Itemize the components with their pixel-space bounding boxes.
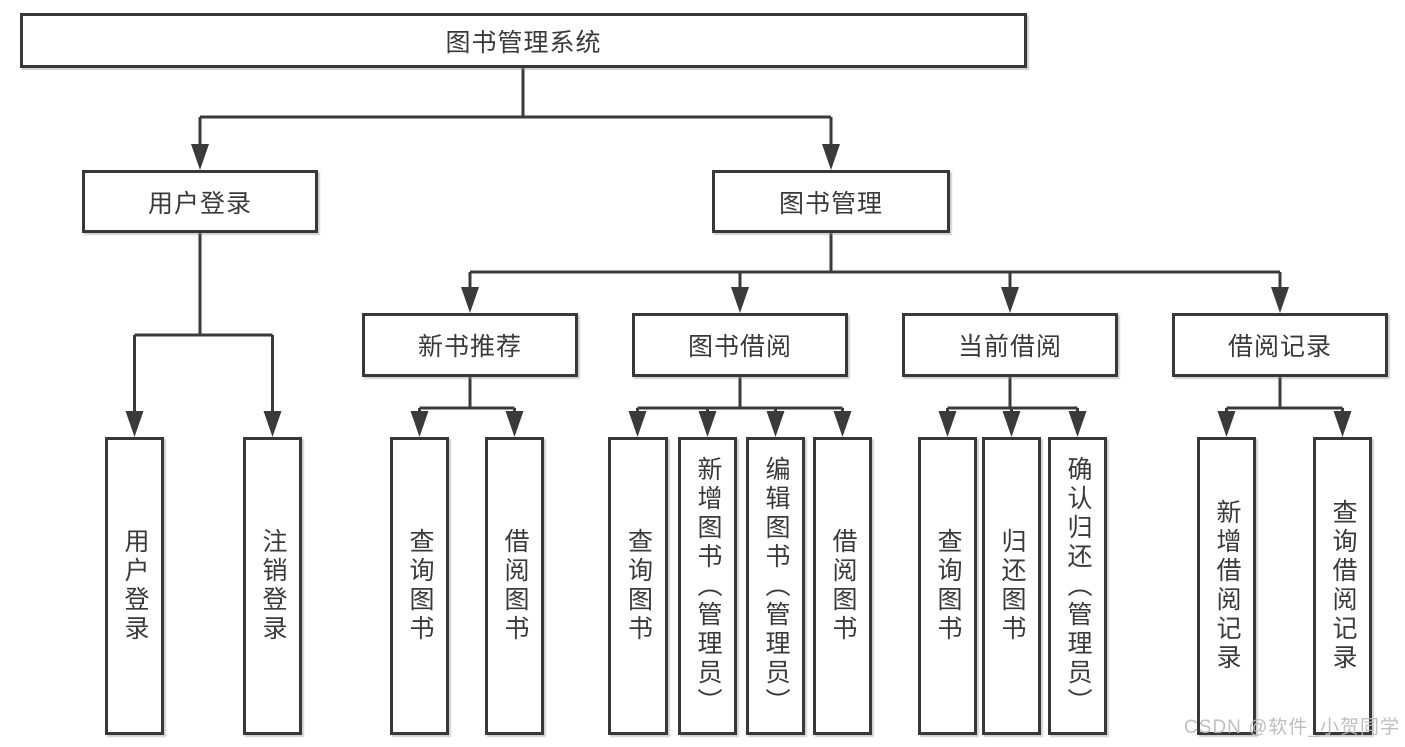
node-new-book-recommend: 新书推荐 xyxy=(362,313,578,377)
leaf-borrow-query-books: 查询图书 xyxy=(608,437,668,735)
leaf-newbook-query-books-label: 查询图书 xyxy=(406,528,434,644)
connector-book-management-children xyxy=(461,233,1289,313)
leaf-records-add-record-label: 新增借阅记录 xyxy=(1213,499,1241,673)
node-book-borrow: 图书借阅 xyxy=(632,313,848,377)
leaf-logout-login-label: 注销登录 xyxy=(259,528,287,644)
leaf-current-return-books: 归还图书 xyxy=(982,437,1041,735)
leaf-records-query-record-label: 查询借阅记录 xyxy=(1329,499,1357,673)
connector-user-login-children xyxy=(125,233,282,437)
leaf-current-query-books-label: 查询图书 xyxy=(934,528,962,644)
node-library-management-system: 图书管理系统 xyxy=(20,13,1027,68)
node-current-borrow: 当前借阅 xyxy=(902,313,1118,377)
leaf-records-query-record: 查询借阅记录 xyxy=(1313,437,1372,735)
leaf-user-login: 用户登录 xyxy=(105,437,164,735)
node-user-login: 用户登录 xyxy=(82,170,318,233)
leaf-borrow-borrow-books: 借阅图书 xyxy=(813,437,872,735)
csdn-watermark: CSDN @软件_小贺同学 xyxy=(1184,717,1400,738)
leaf-borrow-edit-books-admin: 编辑图书（管理员） xyxy=(746,437,805,735)
leaf-borrow-borrow-books-label: 借阅图书 xyxy=(829,528,857,644)
leaf-current-confirm-return-admin-label: 确认归还（管理员） xyxy=(1064,455,1092,717)
leaf-logout-login: 注销登录 xyxy=(243,437,302,735)
leaf-borrow-query-books-label: 查询图书 xyxy=(624,528,653,644)
leaf-records-add-record: 新增借阅记录 xyxy=(1197,437,1256,735)
leaf-borrow-edit-books-admin-label: 编辑图书（管理员） xyxy=(762,455,790,717)
leaf-newbook-borrow-books: 借阅图书 xyxy=(485,437,544,735)
leaf-current-query-books: 查询图书 xyxy=(918,437,977,735)
connector-book-borrow-children xyxy=(628,377,852,437)
leaf-borrow-add-books-admin: 新增图书（管理员） xyxy=(678,437,737,735)
leaf-current-confirm-return-admin: 确认归还（管理员） xyxy=(1048,437,1107,735)
leaf-user-login-label: 用户登录 xyxy=(121,528,149,644)
leaf-borrow-add-books-admin-label: 新增图书（管理员） xyxy=(694,455,722,717)
leaf-current-return-books-label: 归还图书 xyxy=(998,528,1026,644)
leaf-newbook-query-books: 查询图书 xyxy=(390,437,449,735)
connector-current-borrow-children xyxy=(938,377,1087,437)
node-borrow-records: 借阅记录 xyxy=(1172,313,1388,377)
connector-new-book-children xyxy=(410,377,524,437)
connector-root-to-level2 xyxy=(191,68,840,170)
connector-borrow-records-children xyxy=(1217,377,1352,437)
leaf-newbook-borrow-books-label: 借阅图书 xyxy=(501,528,529,644)
node-book-management: 图书管理 xyxy=(712,170,950,233)
